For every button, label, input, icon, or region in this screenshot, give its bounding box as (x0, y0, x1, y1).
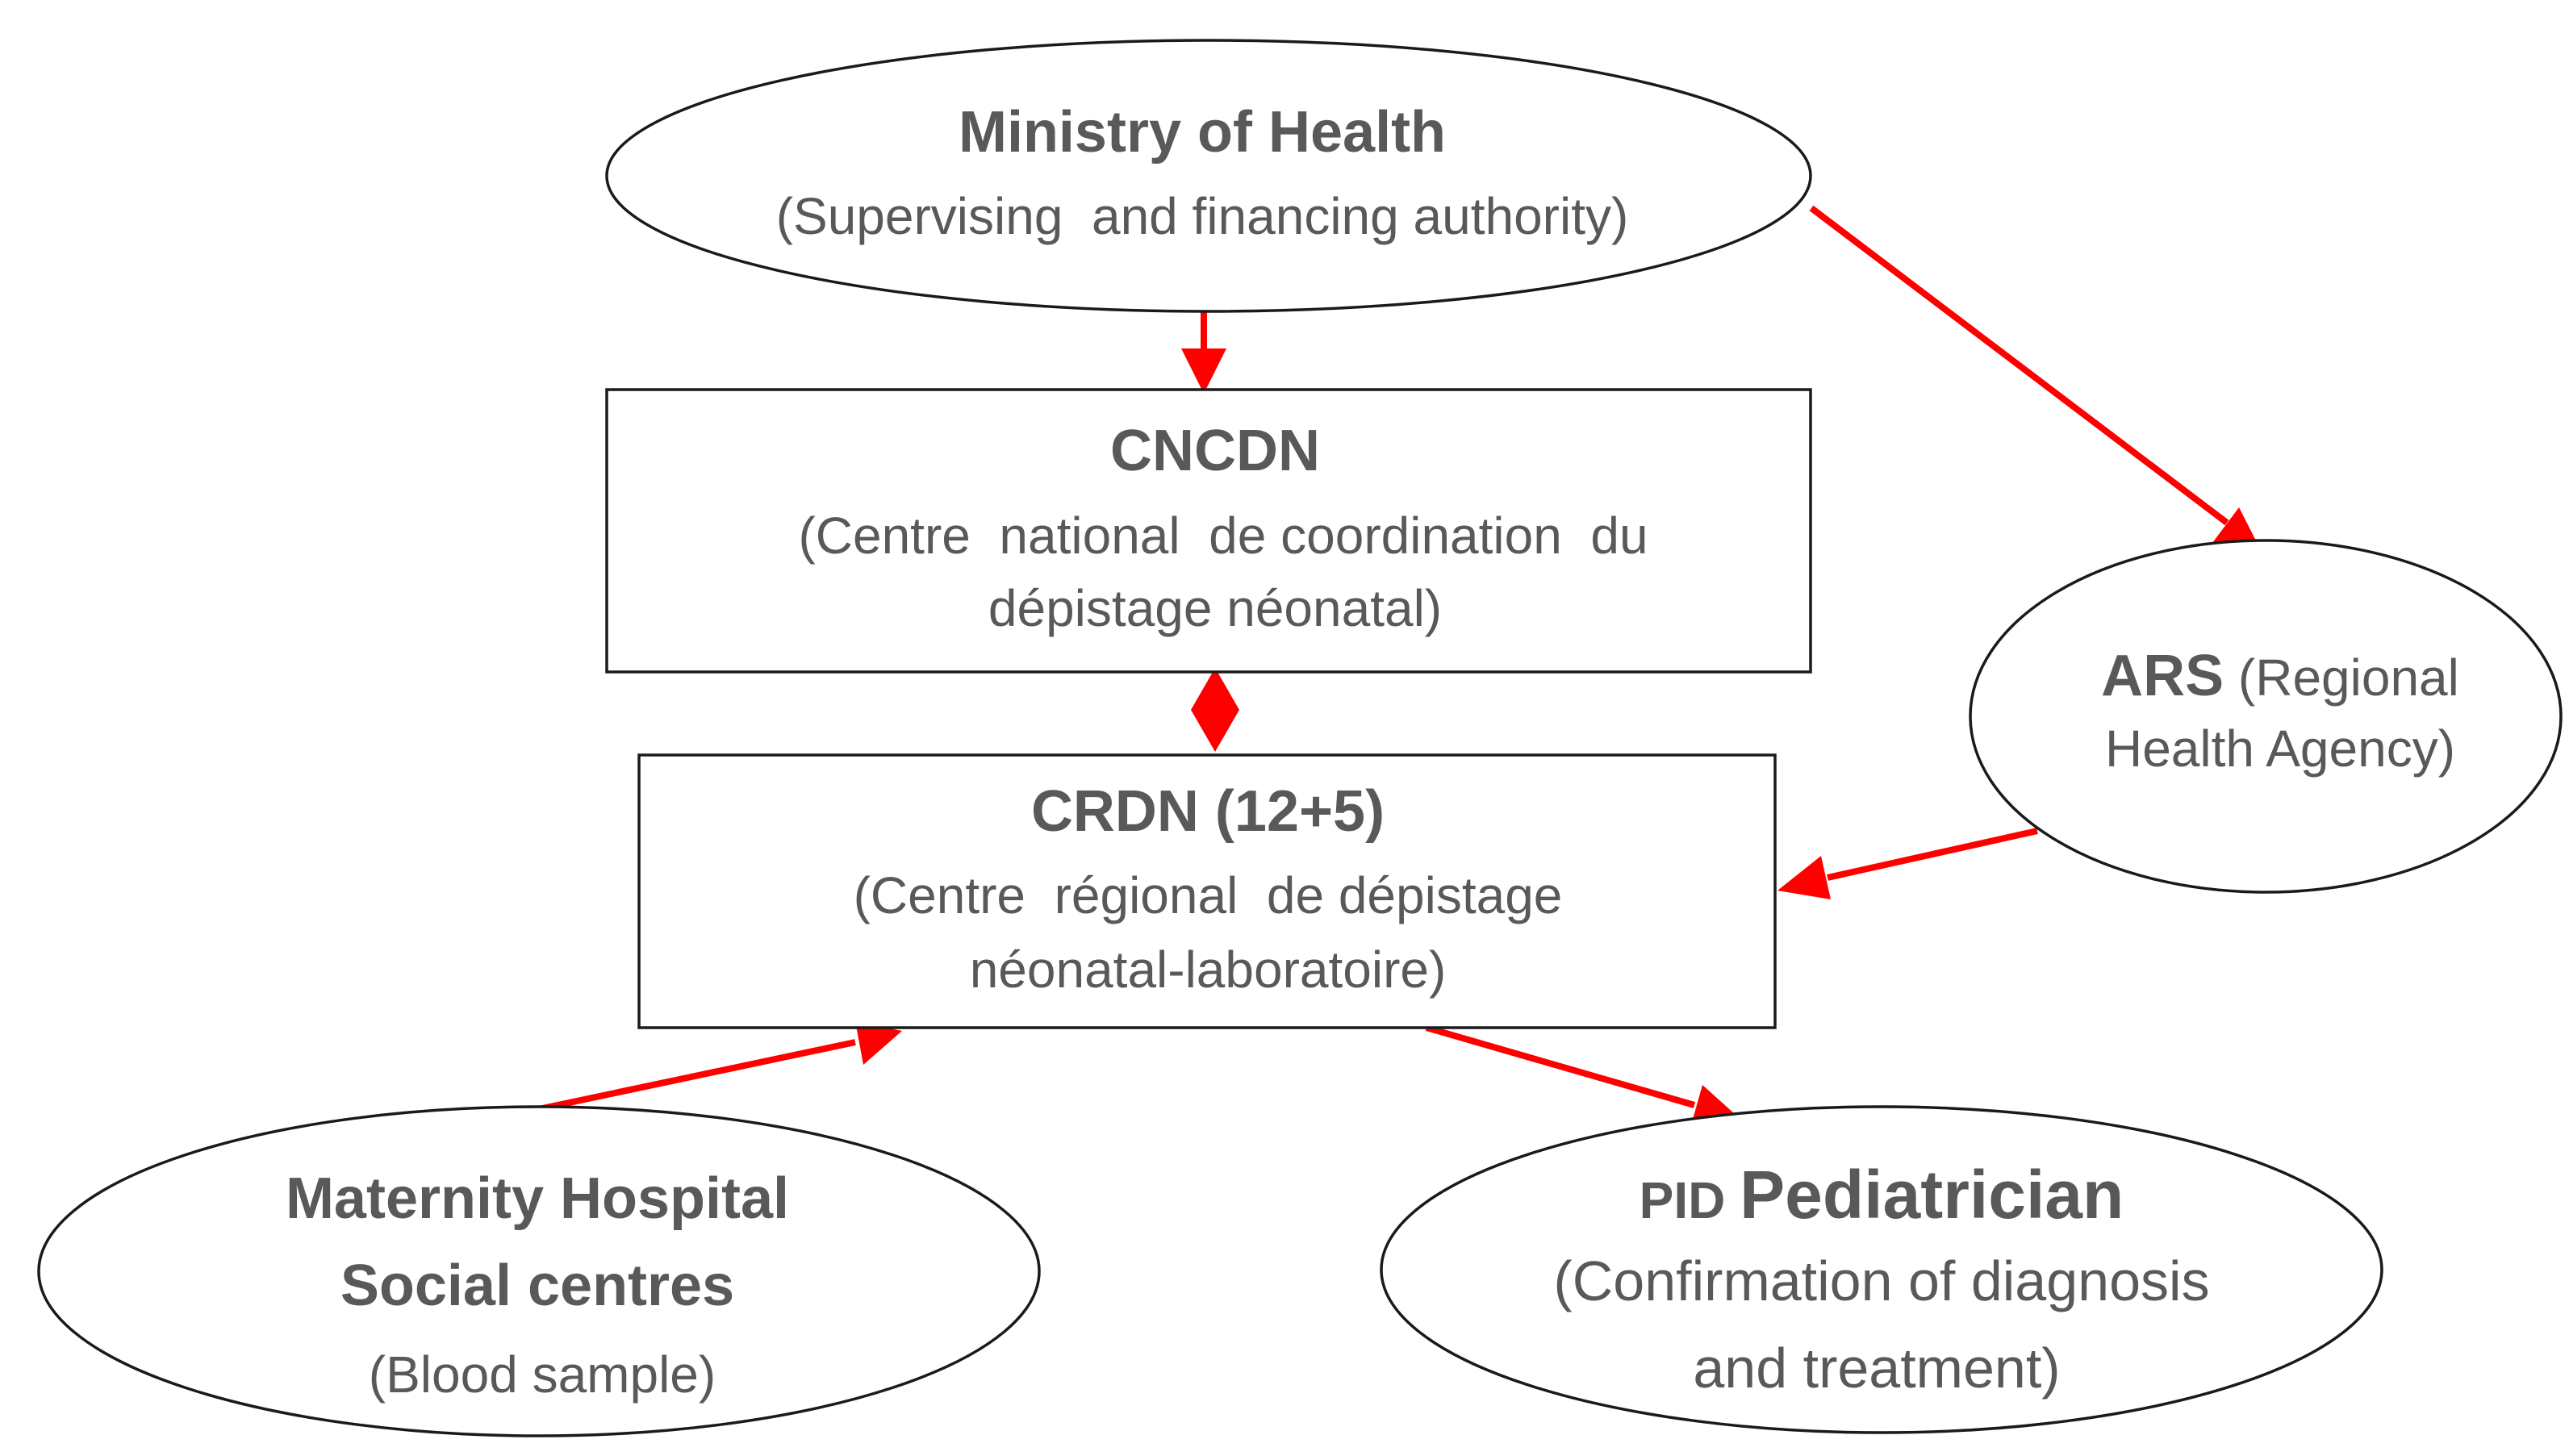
pid-ellipse (1380, 1105, 2383, 1434)
cncdn-description-line2: dépistage néonatal) (988, 579, 1442, 637)
ars-label-line2: Health Agency) (2105, 720, 2455, 778)
crdn-title: CRDN (12+5) (1031, 779, 1385, 844)
ministry-subtitle: (Supervising and financing authority) (776, 187, 1629, 245)
arrowhead-ministry-to-cncdn (1181, 348, 1226, 394)
crdn-box (637, 753, 1777, 1029)
node-crdn: CRDN (12+5) (Centre régional de dépistag… (637, 753, 1777, 1029)
node-ars: ARS (Regional Health Agency) (1969, 539, 2563, 894)
ars-title-rest: (Regional (2224, 649, 2459, 707)
ars-title: ARS (2101, 644, 2224, 708)
arrowhead-maternity-to-crdn (855, 1021, 902, 1065)
ars-label-line1: ARS (Regional (2101, 644, 2459, 708)
arrowhead-ars-to-crdn (1777, 856, 1831, 899)
crdn-description-line1: (Centre régional de dépistage (854, 866, 1563, 924)
maternity-title-line1: Maternity Hospital (286, 1166, 789, 1231)
maternity-description: (Blood sample) (369, 1345, 716, 1404)
arrow-maternity-to-crdn (530, 1039, 856, 1114)
cncdn-description-line1: (Centre national de coordination du (798, 507, 1648, 565)
pid-title-line: PID Pediatrician (1640, 1157, 2124, 1233)
pid-description-line2: and treatment) (1693, 1337, 2060, 1400)
cncdn-title: CNCDN (1110, 419, 1320, 483)
node-cncdn: CNCDN (Centre national de coordination d… (605, 388, 1812, 674)
node-pid-pediatrician: PID Pediatrician (Confirmation of diagno… (1380, 1105, 2383, 1434)
node-ministry-of-health: Ministry of Health (Supervising and fina… (605, 39, 1812, 313)
arrowhead-ministry-to-ars (2212, 507, 2259, 547)
arrow-ministry-to-ars (1809, 205, 2229, 526)
crdn-description-line2: néonatal-laboratoire) (970, 941, 1447, 999)
node-maternity-hospital: Maternity Hospital Social centres (Blood… (37, 1105, 1041, 1437)
arrow-ars-to-crdn (1827, 828, 2038, 881)
maternity-title-line2: Social centres (340, 1254, 734, 1318)
ministry-ellipse (605, 39, 1812, 313)
pid-title-small: PID (1640, 1171, 1740, 1229)
cncdn-box (605, 388, 1812, 674)
diamond-cncdn-crdn-link (1191, 668, 1239, 752)
ars-ellipse (1969, 539, 2563, 894)
arrow-crdn-to-pid (1425, 1024, 1696, 1108)
ministry-title: Ministry of Health (959, 100, 1446, 165)
pid-description-line1: (Confirmation of diagnosis (1553, 1249, 2209, 1312)
pid-title-large: Pediatrician (1740, 1157, 2124, 1233)
maternity-ellipse (37, 1105, 1041, 1437)
